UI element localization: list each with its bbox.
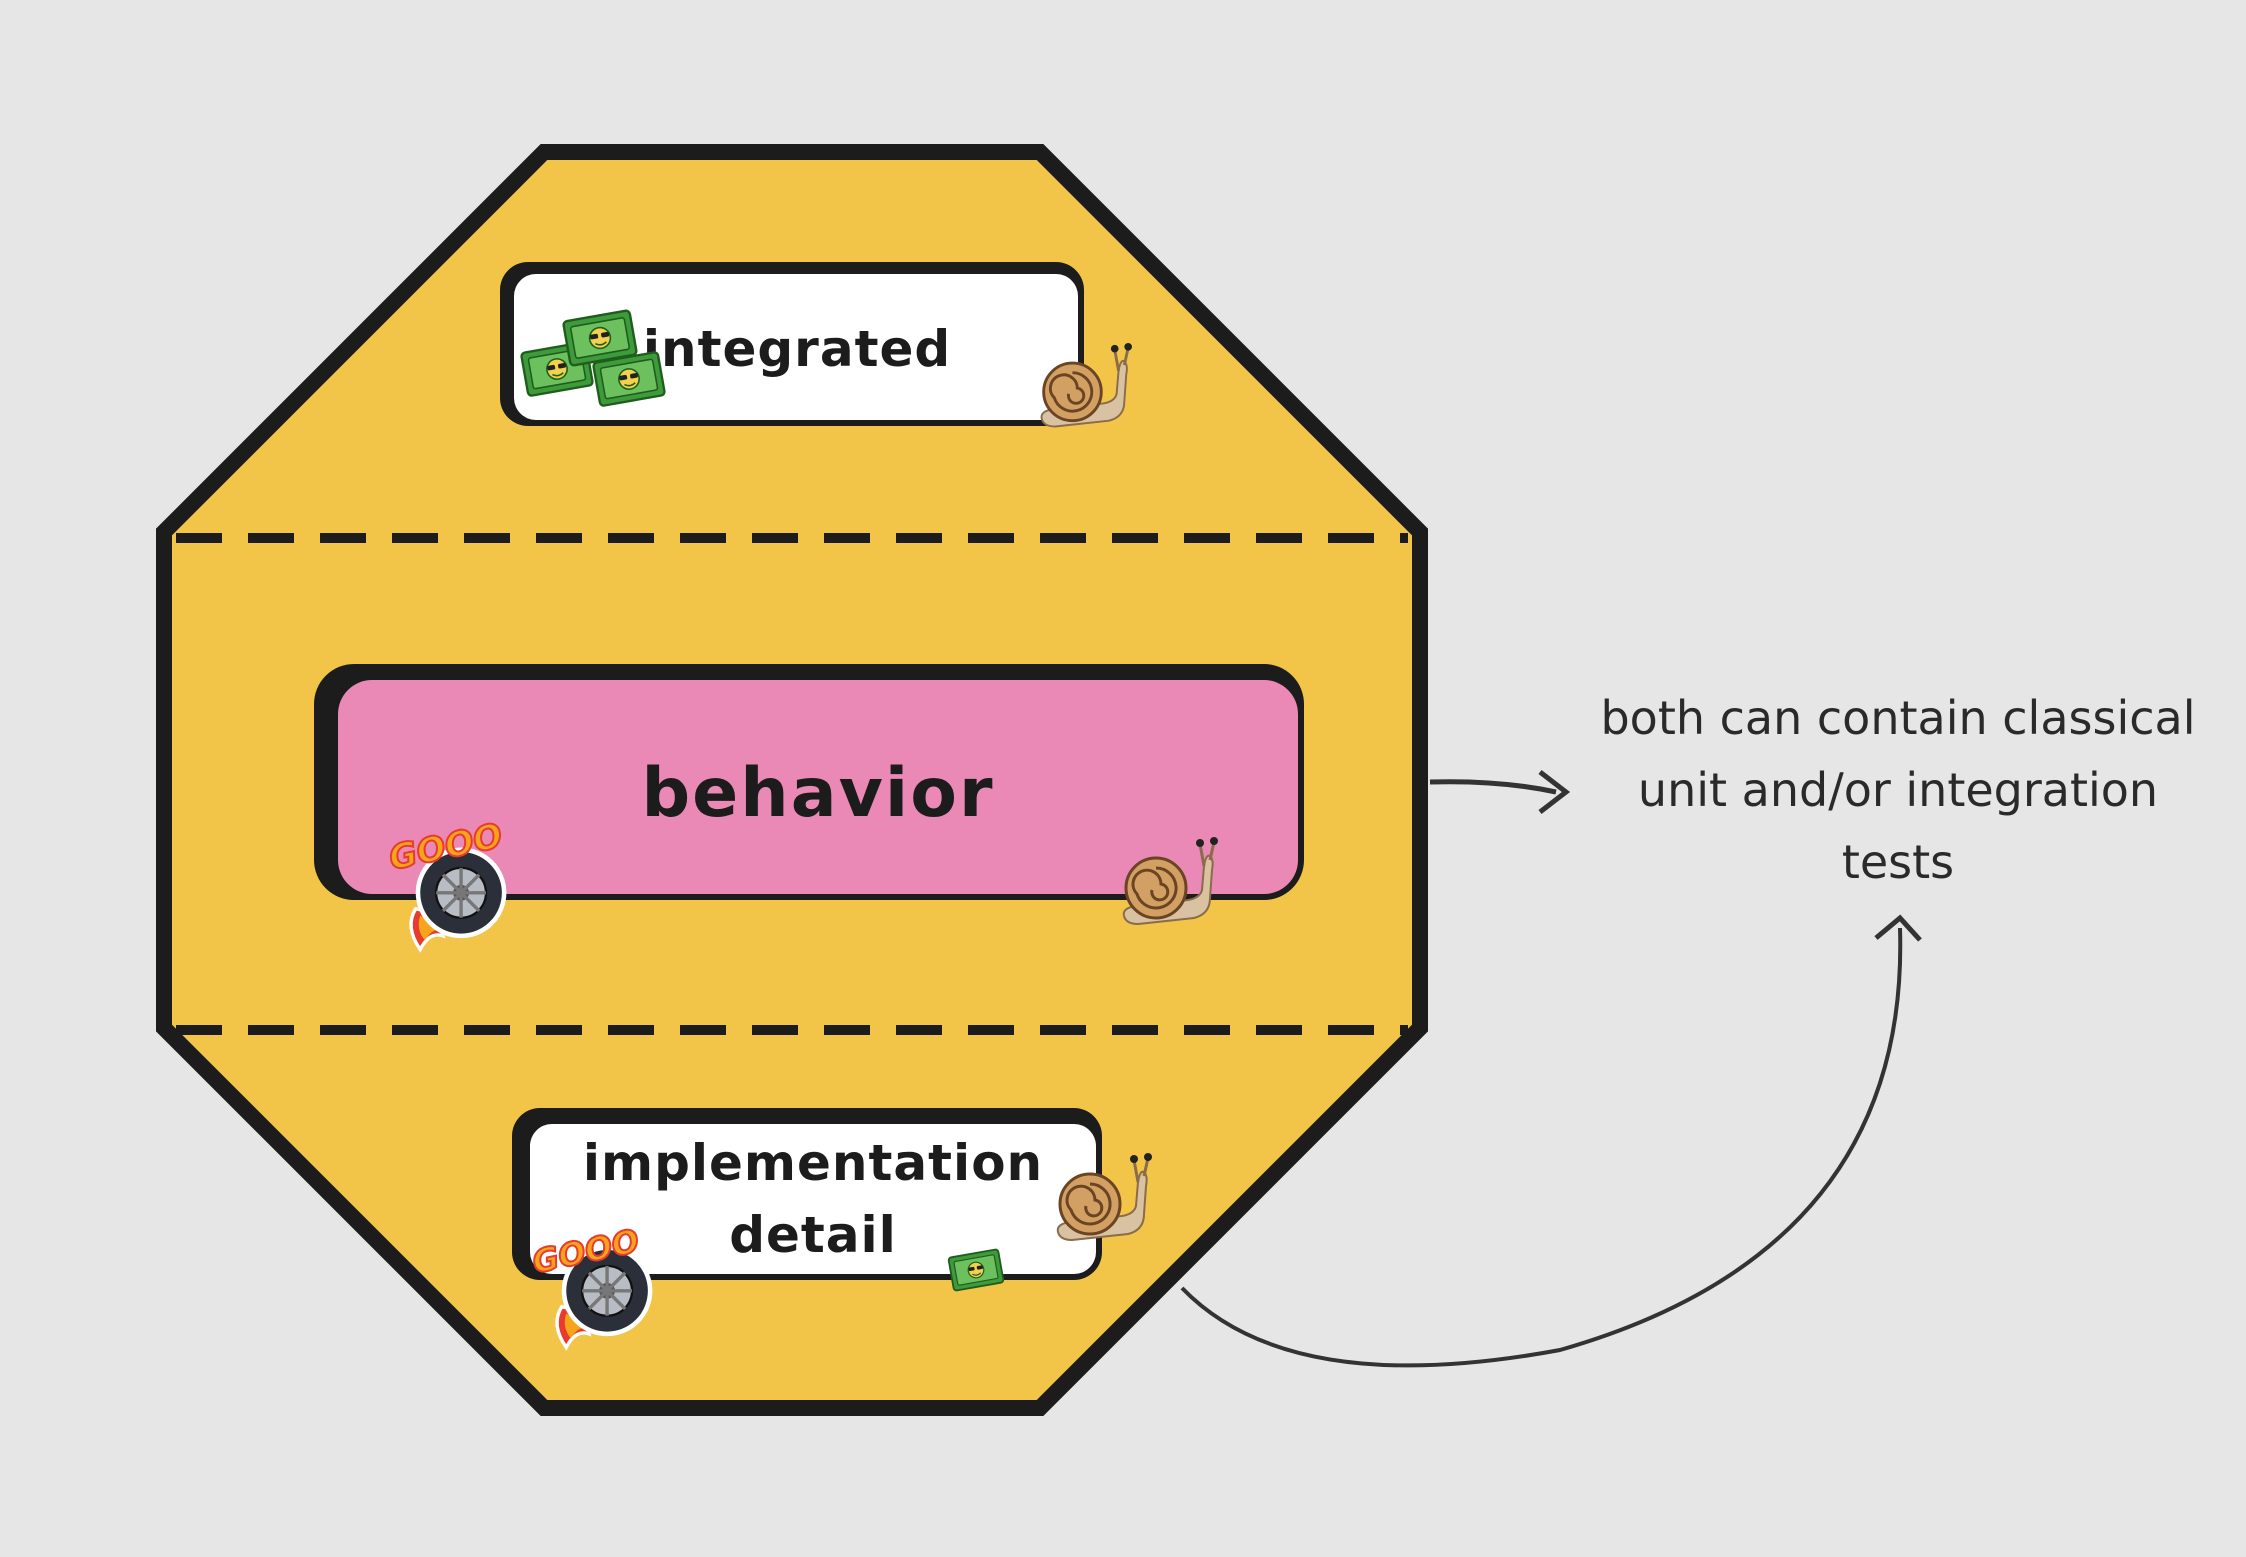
- detail-label: detail: [729, 1206, 897, 1264]
- arrow-to-annotation: [1429, 779, 1557, 795]
- arrow-to-annotation-head: [1538, 770, 1571, 814]
- implementation-label: implementation: [583, 1134, 1043, 1192]
- integrated-label: integrated: [643, 320, 951, 378]
- annotation-line-1: both can contain classical: [1600, 691, 2195, 745]
- annotation-line-2: unit and/or integration: [1638, 763, 2158, 817]
- curved-arrow-from-bottom: [1180, 927, 1903, 1368]
- integrated-box: integrated: [500, 262, 1132, 428]
- curved-arrow-head: [1874, 914, 1922, 942]
- annotation-line-3: tests: [1842, 835, 1954, 889]
- behavior-label: behavior: [642, 754, 995, 833]
- behavior-box: behavior GOOO: [314, 664, 1304, 949]
- annotation-text: both can contain classical unit and/or i…: [1600, 691, 2195, 889]
- implementation-detail-box: implementation detail GOOO: [512, 1108, 1152, 1347]
